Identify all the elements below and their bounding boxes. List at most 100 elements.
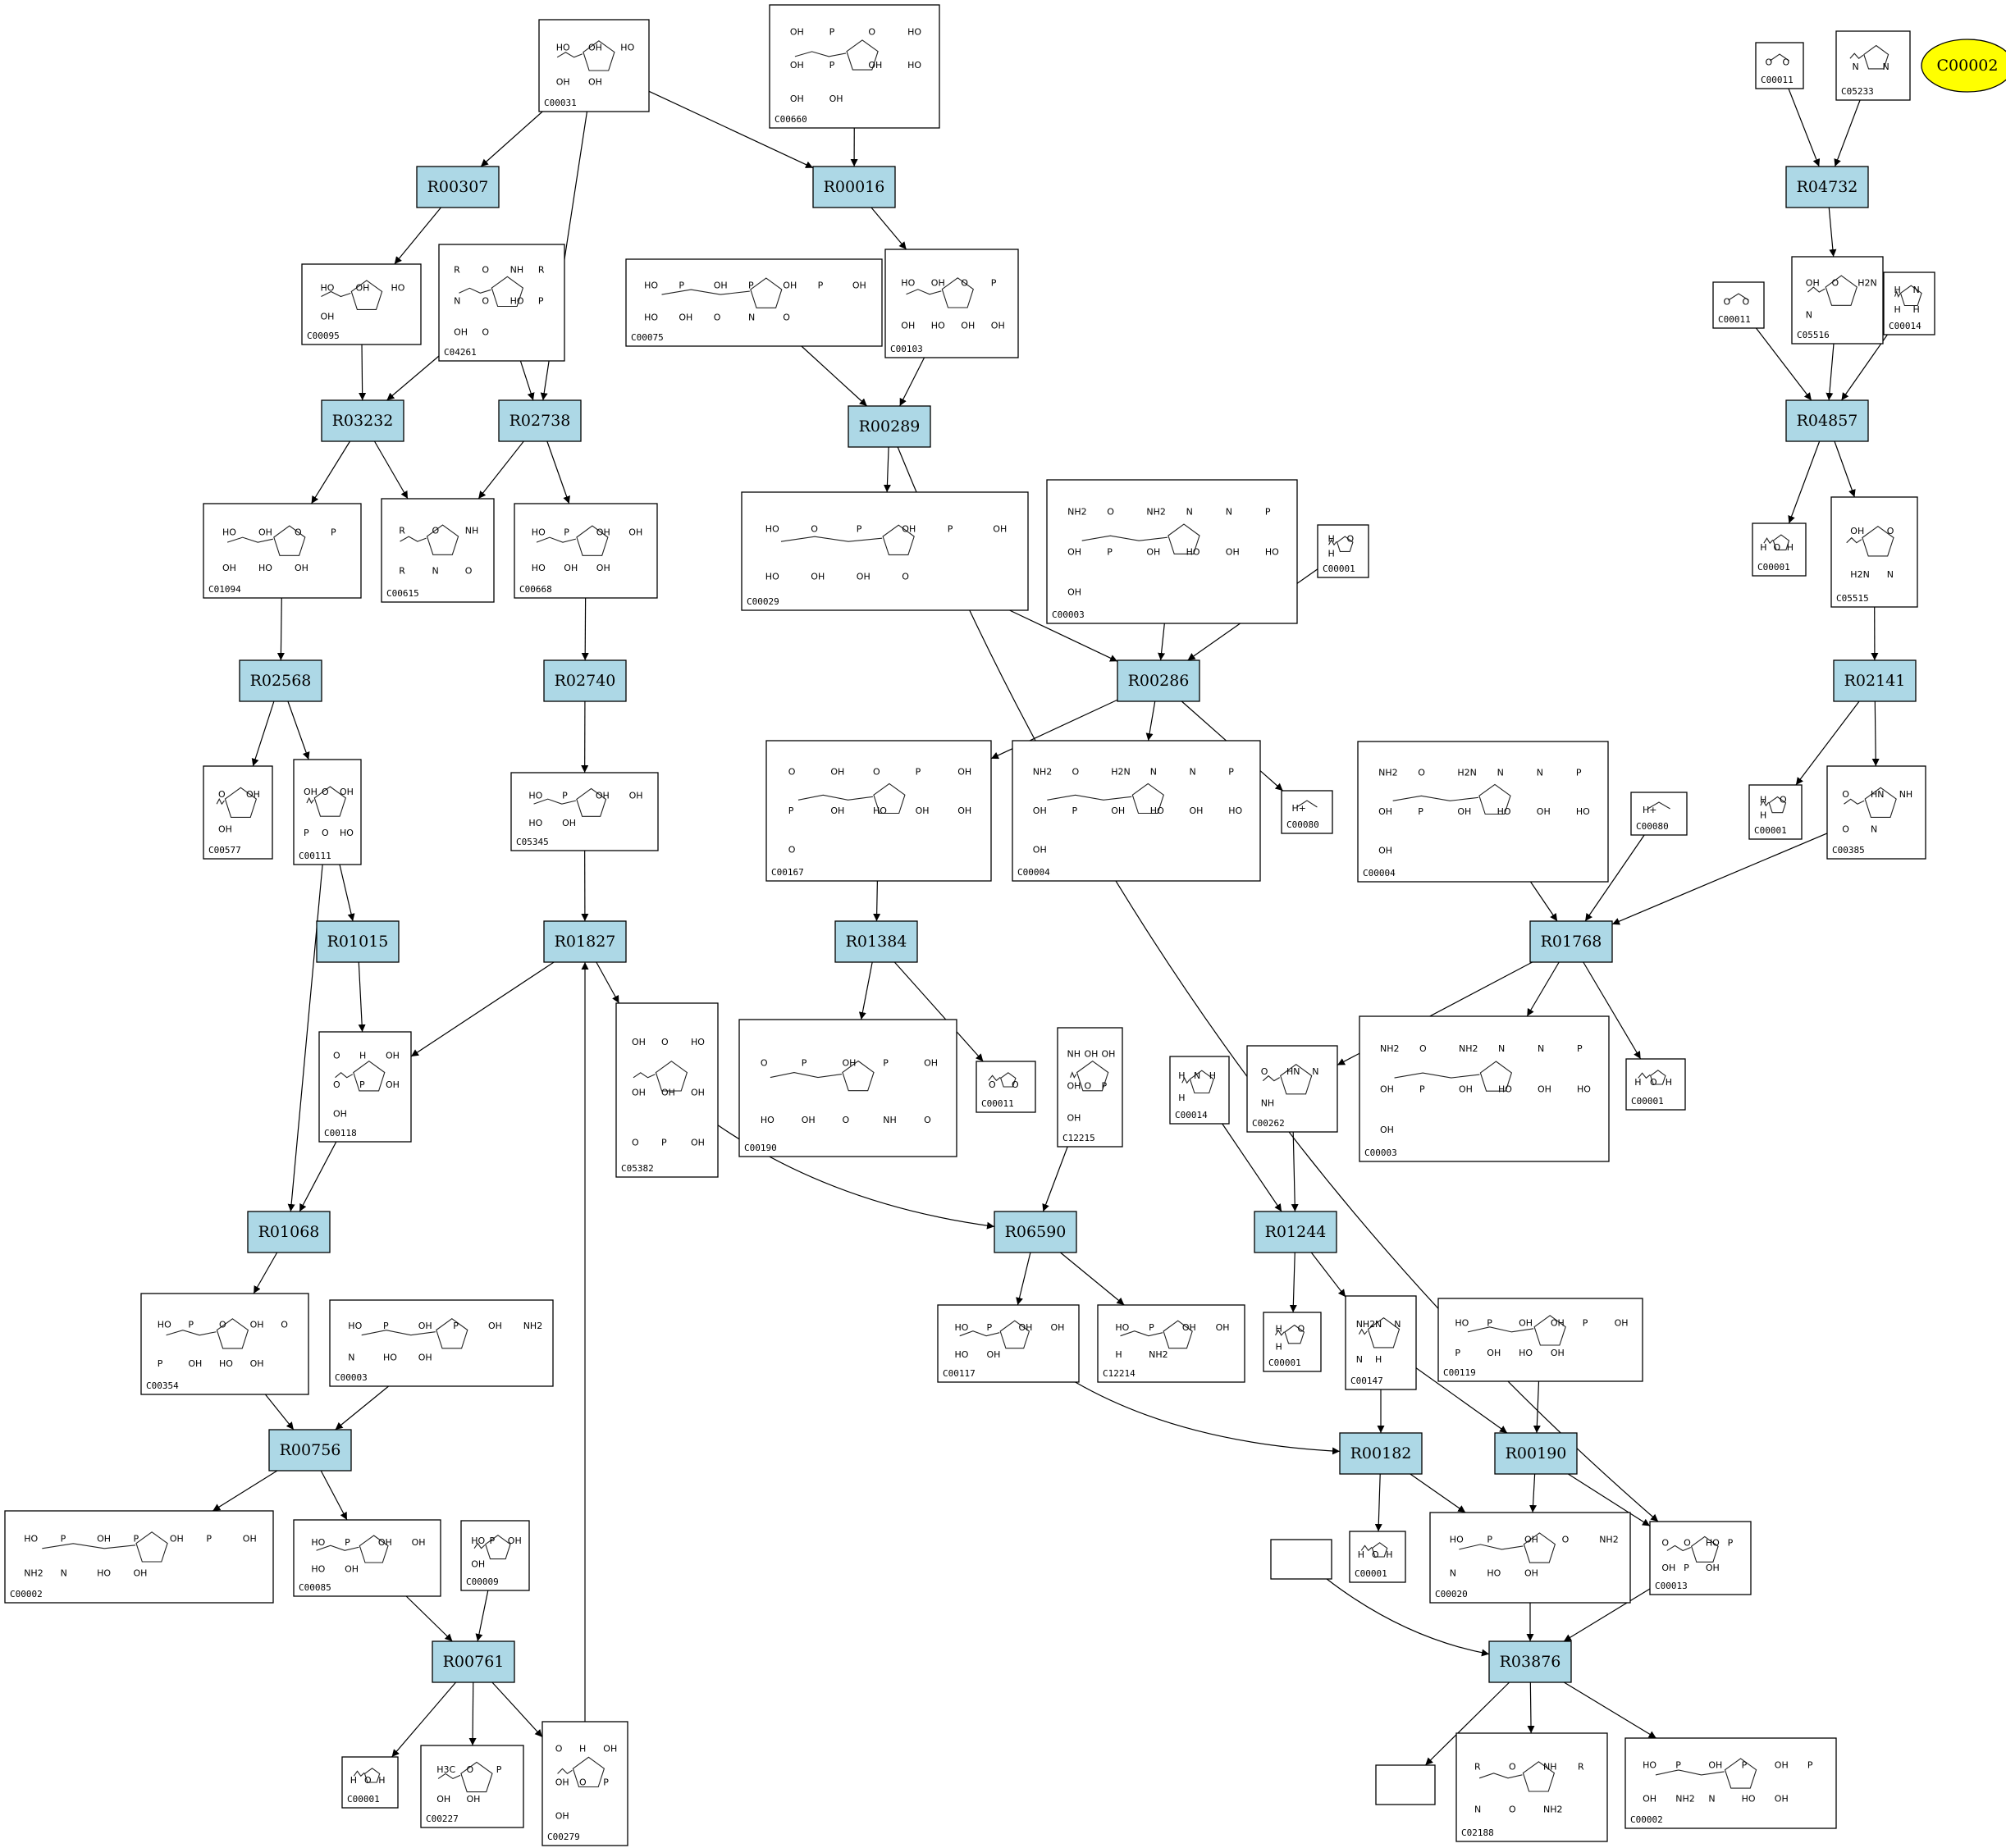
reaction-node[interactable]: R01827	[543, 920, 627, 963]
reaction-node[interactable]: R06590	[994, 1211, 1077, 1253]
atom-symbol: P	[802, 1058, 807, 1069]
highlighted-compound[interactable]: C00002	[1921, 39, 2006, 93]
compound-id-label: C05382	[621, 1163, 654, 1174]
reaction-node[interactable]: R01068	[247, 1211, 331, 1253]
edge-R16-C41	[1060, 1252, 1125, 1306]
compound-node[interactable]: H+C00080	[1281, 790, 1333, 834]
reaction-node[interactable]: R01015	[316, 920, 400, 963]
reaction-node[interactable]: R03876	[1488, 1640, 1572, 1683]
reaction-node[interactable]: R04857	[1785, 399, 1869, 442]
reaction-node[interactable]: R04732	[1785, 166, 1869, 208]
atom-symbol: HO	[765, 524, 779, 535]
empty-compound-box[interactable]	[1270, 1539, 1332, 1580]
edge-C22-R13	[873, 880, 881, 922]
reaction-node[interactable]: R00756	[268, 1429, 352, 1472]
reaction-node[interactable]: R00016	[812, 166, 896, 208]
reaction-node[interactable]: R00182	[1339, 1432, 1423, 1475]
reaction-node[interactable]: R00286	[1117, 659, 1200, 702]
reaction-node[interactable]: R01768	[1529, 920, 1613, 963]
atom-symbol: O	[1842, 824, 1849, 834]
reaction-node[interactable]: R00289	[848, 405, 931, 448]
atom-symbol: OH	[1226, 546, 1240, 557]
reaction-box	[247, 1211, 331, 1253]
reaction-node[interactable]: R01384	[834, 920, 918, 963]
atom-symbol: NH	[465, 525, 479, 536]
atom-symbol: OH	[1519, 1318, 1533, 1329]
compound-node[interactable]: H+C00080	[1630, 792, 1688, 836]
empty-compound-box[interactable]	[1375, 1764, 1436, 1805]
atom-symbol: HO	[532, 527, 546, 538]
edge-C20-R11	[339, 864, 355, 922]
compound-box	[1345, 1295, 1417, 1390]
reaction-node[interactable]: R03232	[321, 399, 404, 442]
atom-symbol: OH	[556, 76, 570, 87]
reaction-node[interactable]: R00307	[416, 166, 500, 208]
reaction-node[interactable]: R02738	[498, 399, 582, 442]
molecule-structure-icon	[959, 1320, 1030, 1349]
reaction-node[interactable]: R00761	[432, 1640, 515, 1683]
reaction-node[interactable]: R00190	[1494, 1432, 1578, 1475]
compound-box	[329, 1299, 554, 1387]
reaction-node[interactable]: R02740	[543, 659, 627, 702]
reaction-node[interactable]: R02568	[239, 659, 322, 702]
compound-id-label: C05345	[516, 837, 549, 847]
reaction-node[interactable]: R01244	[1254, 1211, 1337, 1253]
atom-symbol: P	[1149, 1322, 1154, 1333]
reaction-node[interactable]: R02141	[1833, 659, 1917, 702]
